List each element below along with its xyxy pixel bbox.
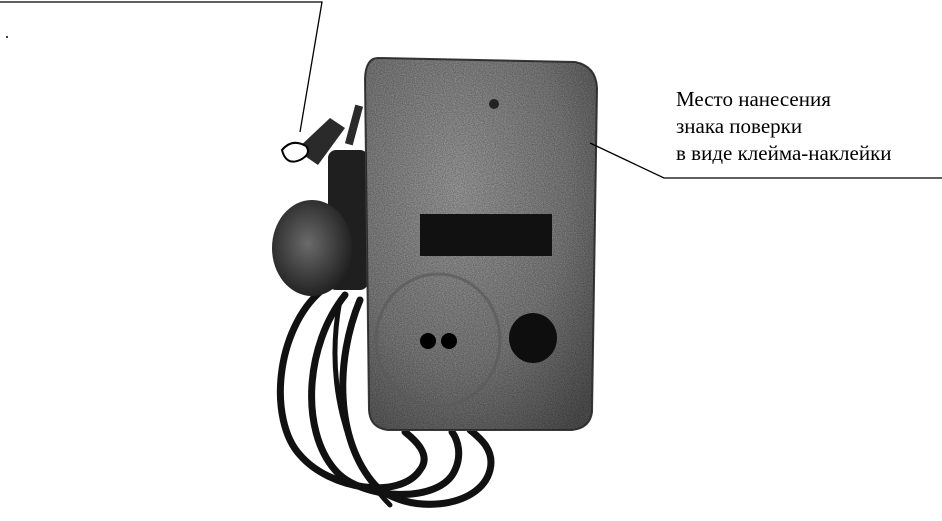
- callout-line-2: знака поверки: [676, 114, 803, 138]
- lcd-display: [420, 214, 552, 256]
- cables: [276, 286, 495, 508]
- optical-port-left: [420, 333, 436, 349]
- callout-line-3: в виде клейма-наклейки: [676, 141, 892, 165]
- verification-mark-callout: Место нанесения знака поверки в виде кле…: [676, 86, 892, 167]
- control-button: [509, 313, 557, 363]
- callout-line-1: Место нанесения: [676, 87, 831, 111]
- temperature-sensor-icon: [272, 200, 352, 296]
- optical-port-right: [441, 333, 457, 349]
- side-sensor-assembly: [272, 104, 368, 296]
- seal-tag-icon: [280, 141, 309, 163]
- seal-leader-line: [0, 1, 323, 133]
- meter-body: [363, 56, 599, 431]
- optical-port-ring: [374, 272, 502, 408]
- stray-dot: [6, 36, 8, 38]
- callout-leader-line: [589, 142, 942, 179]
